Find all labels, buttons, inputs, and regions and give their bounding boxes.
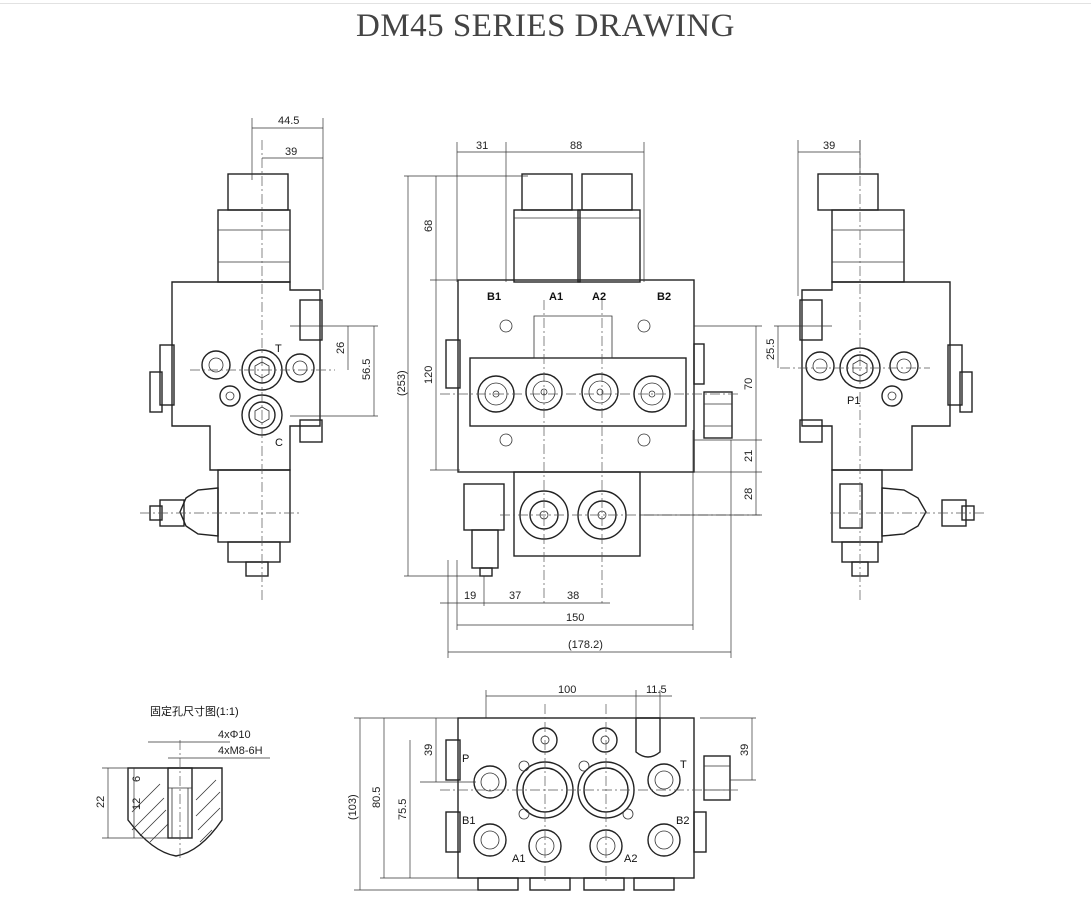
left-label-c: C [275, 437, 283, 449]
detail-holes-phi10: 4xΦ10 [218, 729, 251, 741]
left-dim-26: 26 [335, 342, 347, 354]
front-label-a1: A1 [549, 291, 563, 303]
detail-dim-6: 6 [131, 776, 143, 782]
front-dim-19: 19 [464, 590, 476, 602]
bottom-label-a1: A1 [512, 853, 525, 865]
left-dim-39: 39 [285, 146, 297, 158]
detail-title: 固定孔尺寸图(1:1) [150, 704, 239, 718]
bottom-dim-75-5: 75.5 [397, 799, 409, 820]
bottom-dim-39-left: 39 [423, 744, 435, 756]
top-divider [0, 3, 1091, 4]
front-dim-253: (253) [396, 370, 408, 396]
left-dim-44-5: 44.5 [278, 115, 299, 127]
bottom-label-b1: B1 [462, 815, 475, 827]
front-label-b2: B2 [657, 291, 671, 303]
front-label-a2: A2 [592, 291, 606, 303]
mounting-hole-detail: 固定孔尺寸图(1:1) 4xΦ10 4xM8-6H 22 6 12 [95, 704, 270, 860]
detail-dim-22: 22 [95, 796, 107, 808]
bottom-label-t: T [680, 759, 687, 771]
front-dim-150: 150 [566, 612, 584, 624]
bottom-dim-80-5: 80.5 [371, 787, 383, 808]
front-dim-68: 68 [423, 220, 435, 232]
front-dim-21: 21 [743, 450, 755, 462]
detail-dim-12: 12 [131, 798, 143, 810]
front-view: B1 A1 A2 B2 31 [396, 140, 762, 658]
right-side-view: P1 39 25.5 [765, 140, 985, 600]
page-title: DM45 SERIES DRAWING [355, 8, 736, 44]
left-dim-56-5: 56.5 [361, 359, 373, 380]
bottom-label-p: P [462, 753, 469, 765]
front-dim-178-2: (178.2) [568, 639, 603, 651]
right-dim-25-5: 25.5 [765, 339, 777, 360]
front-label-b1: B1 [487, 291, 501, 303]
front-dim-38: 38 [567, 590, 579, 602]
right-label-p1: P1 [847, 395, 860, 407]
bottom-dim-39-right: 39 [739, 744, 751, 756]
bottom-dim-103: (103) [347, 794, 359, 820]
bottom-view: P T B1 B2 A1 A2 100 11.5 39 75.5 80.5 (1… [347, 684, 756, 891]
front-dim-37: 37 [509, 590, 521, 602]
front-dim-120: 120 [423, 366, 435, 384]
front-dim-28: 28 [743, 488, 755, 500]
front-dim-88: 88 [570, 140, 582, 152]
left-label-t: T [275, 343, 282, 355]
bottom-label-a2: A2 [624, 853, 637, 865]
bottom-dim-11-5: 11.5 [646, 684, 667, 696]
bottom-label-b2: B2 [676, 815, 689, 827]
front-dim-31: 31 [476, 140, 488, 152]
bottom-dim-100: 100 [558, 684, 576, 696]
front-dim-70: 70 [743, 378, 755, 390]
detail-holes-m8: 4xM8-6H [218, 745, 263, 757]
left-side-view: T C 44.5 39 26 56.5 [140, 115, 378, 600]
right-dim-39: 39 [823, 140, 835, 152]
